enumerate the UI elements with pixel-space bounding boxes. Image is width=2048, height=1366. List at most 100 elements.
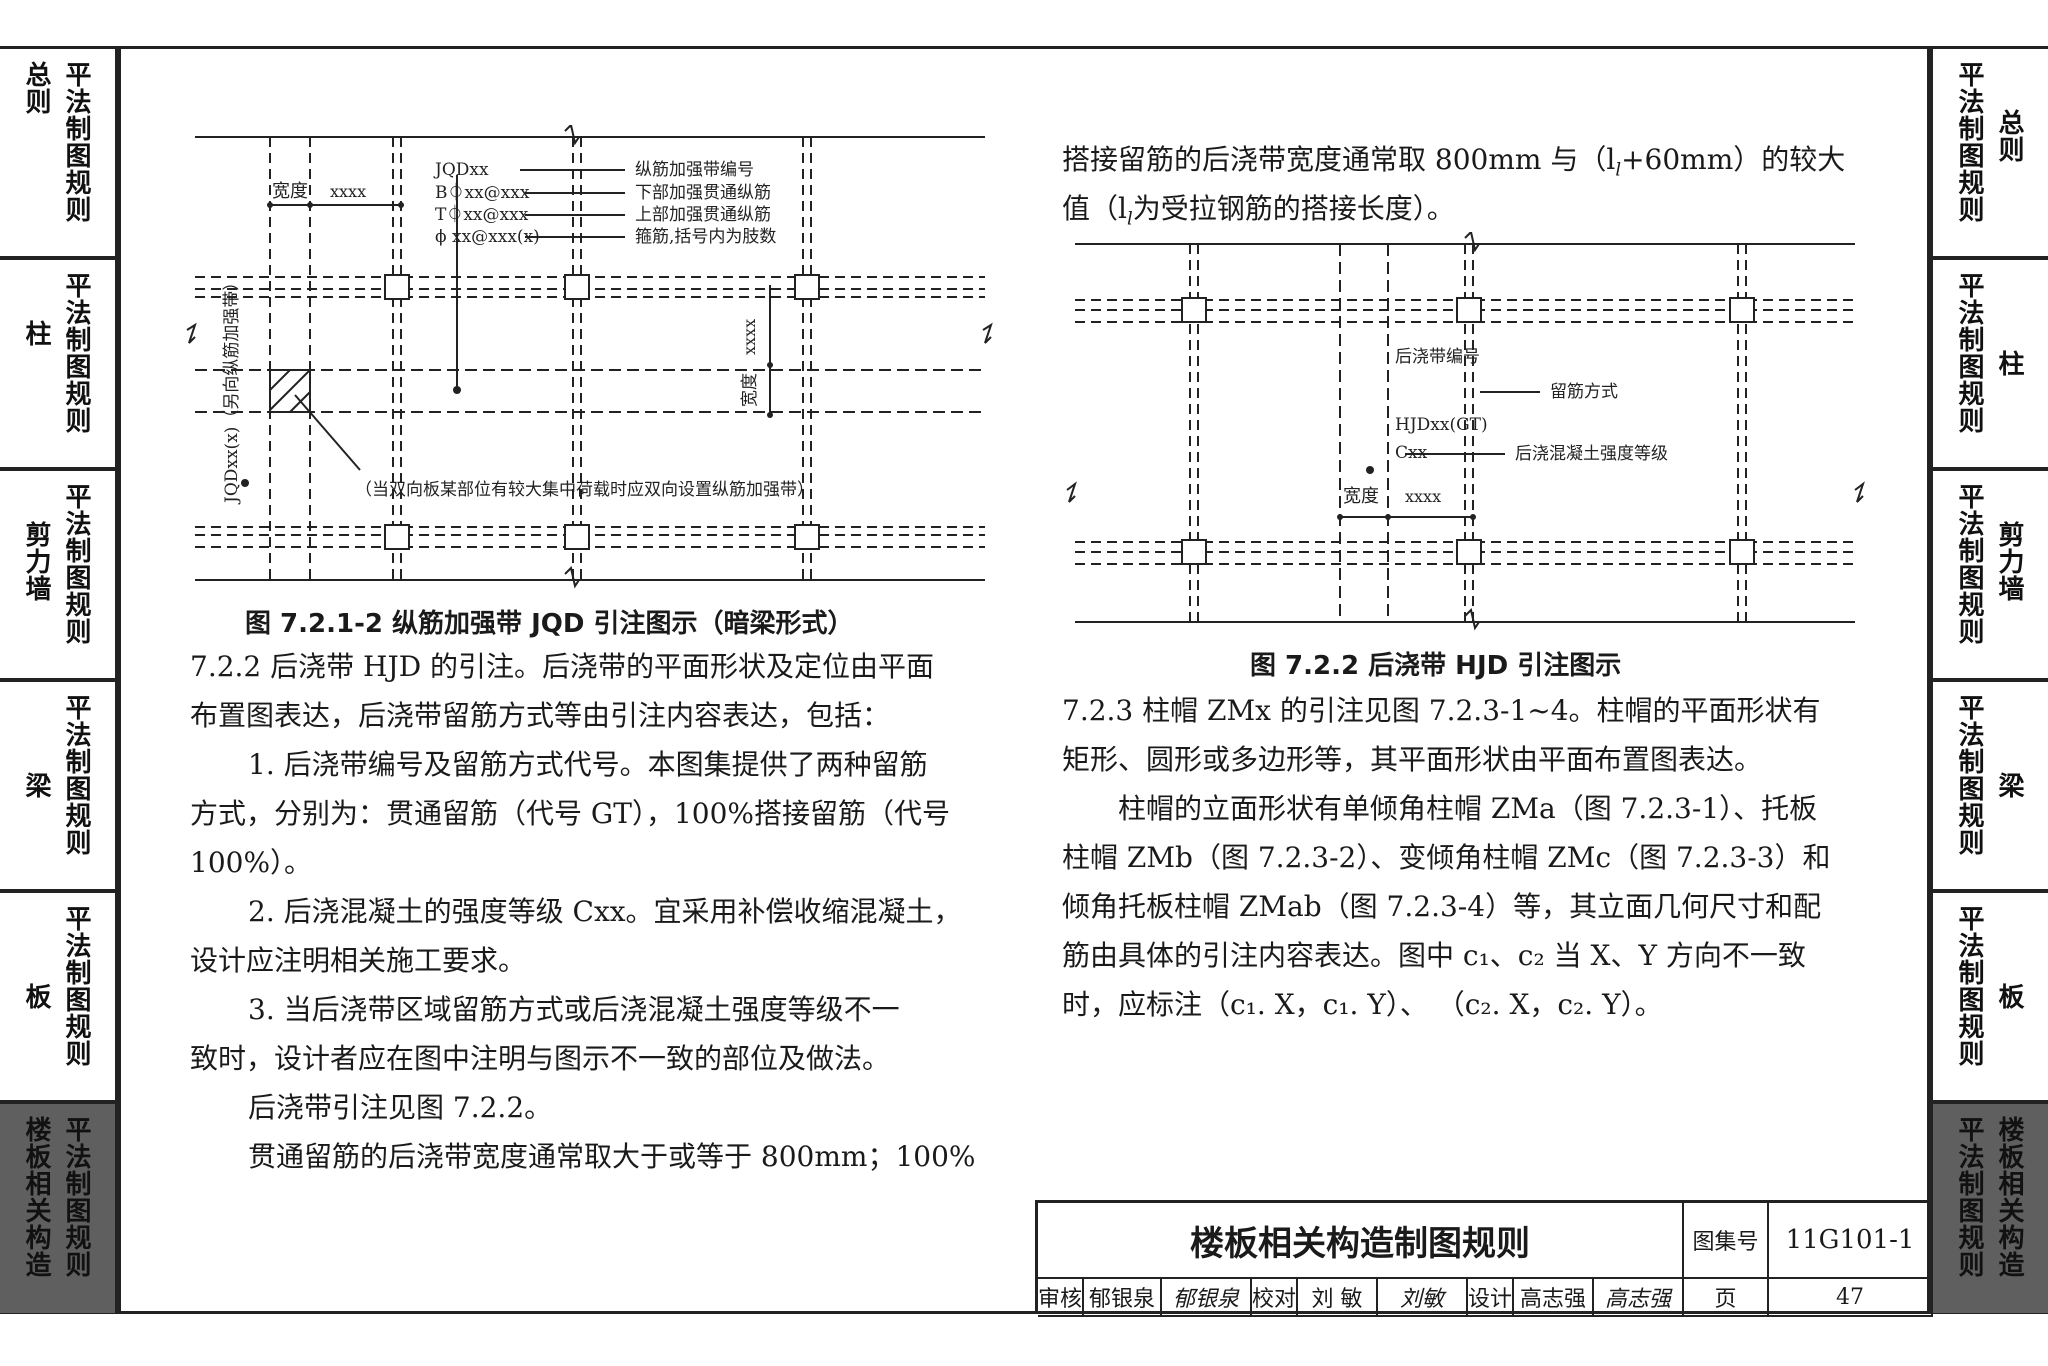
- left-line-4: 100%）。: [190, 846, 313, 879]
- left-line-3: 方式，分别为：贯通留筋（代号 GT），100%搭接留筋（代号: [190, 797, 950, 830]
- right-line-0: 7.2.3 柱帽 ZMx 的引注见图 7.2.3-1~4。柱帽的平面形状有: [1062, 694, 1821, 727]
- left-tab-slab[interactable]: 板 平法制图规则: [0, 890, 118, 1101]
- left-tab-slab-b: 平法制图规则: [61, 905, 91, 1067]
- reviewer-name: 郁银泉: [1084, 1279, 1162, 1317]
- right-line-6: 时，应标注（c₁. X，c₁. Y）、 （c₂. X，c₂. Y）。: [1062, 988, 1663, 1021]
- right-line-3: 柱帽 ZMb（图 7.2.3-2）、变倾角柱帽 ZMc（图 7.2.3-3）和: [1062, 841, 1831, 874]
- left-tab-beam-a: 梁: [21, 772, 51, 799]
- fig2-label-grade: 后浇混凝土强度等级: [1515, 444, 1668, 464]
- fig1-callout-0: JQDxx: [433, 160, 489, 180]
- left-line-10: 贯通留筋的后浇带宽度通常取大于或等于 800mm；100%: [248, 1140, 976, 1173]
- left-line-7: 3. 当后浇带区域留筋方式或后浇混凝土强度等级不一: [248, 993, 900, 1026]
- fig2-label-method: 留筋方式: [1550, 382, 1618, 402]
- reviewer-signature: 郁银泉: [1162, 1279, 1252, 1317]
- right-tab-slab[interactable]: 平法制图规则 板: [1930, 890, 2048, 1101]
- left-tab-column-a: 柱: [21, 320, 51, 347]
- designer-name: 高志强: [1514, 1279, 1594, 1317]
- fig1-note: （当双向板某部位有较大集中荷载时应双向设置纵筋加强带）: [355, 480, 814, 500]
- fig2-caption: 图 7.2.2 后浇带 HJD 引注图示: [1250, 651, 1622, 681]
- right-tab-wall[interactable]: 平法制图规则 剪力墙: [1930, 468, 2048, 679]
- left-tab-beam[interactable]: 梁 平法制图规则: [0, 679, 118, 890]
- left-tab-slab-related-a: 楼板相关构造: [21, 1116, 51, 1278]
- right-tab-slab-related-b: 平法制图规则: [1954, 1116, 1984, 1278]
- right-tab-beam-b: 平法制图规则: [1954, 694, 1984, 856]
- check-label: 校对: [1252, 1279, 1298, 1317]
- left-line-2: 1. 后浇带编号及留筋方式代号。本图集提供了两种留筋: [248, 748, 928, 781]
- right-line-1: 矩形、圆形或多边形等，其平面形状由平面布置图表达。: [1062, 743, 1763, 776]
- subscript-l: l: [1615, 159, 1622, 181]
- right-tab-general[interactable]: 平法制图规则 总则: [1930, 46, 2048, 257]
- left-tab-column-b: 平法制图规则: [61, 272, 91, 434]
- fig1-callout-1: B⏀xx@xxx: [435, 182, 530, 203]
- subscript-l-2: l: [1126, 208, 1133, 230]
- right-tab-wall-b: 平法制图规则: [1954, 483, 1984, 645]
- right-top-line-0: 搭接留筋的后浇带宽度通常取 800mm 与（ll+60mm）的较大: [1062, 135, 1845, 195]
- designer-signature: 高志强: [1594, 1279, 1684, 1317]
- left-tab-strip: 总则 平法制图规则 柱 平法制图规则 剪力墙 平法制图规则 梁 平法制图规则 板…: [0, 46, 118, 1314]
- right-tab-slab-related-a: 楼板相关构造: [1994, 1116, 2024, 1278]
- left-tab-wall-b: 平法制图规则: [61, 483, 91, 645]
- fig1-dim: xxxx: [330, 182, 366, 201]
- fig1-desc-2: 上部加强贯通纵筋: [635, 205, 771, 225]
- fig2-label-no: 后浇带编号: [1395, 347, 1480, 367]
- right-tab-column[interactable]: 平法制图规则 柱: [1930, 257, 2048, 468]
- fig1-width-label: 宽度: [272, 181, 308, 202]
- left-line-0: 7.2.2 后浇带 HJD 的引注。后浇带的平面形状及定位由平面: [190, 650, 935, 683]
- left-line-8: 致时，设计者应在图中注明与图示不一致的部位及做法。: [190, 1042, 891, 1075]
- title-block: 楼板相关构造制图规则 图集号 11G101-1 审核 郁银泉 郁银泉 校对 刘 …: [1035, 1200, 1933, 1317]
- design-label: 设计: [1468, 1279, 1514, 1317]
- fig1-callout-2: T⏀xx@xxx: [435, 204, 529, 225]
- fig2-width-label: 宽度: [1343, 486, 1379, 507]
- atlas-label: 图集号: [1684, 1203, 1769, 1279]
- right-tab-slab-b: 平法制图规则: [1954, 905, 1984, 1067]
- right-line-2: 柱帽的立面形状有单倾角柱帽 ZMa（图 7.2.3-1）、托板: [1118, 792, 1818, 825]
- checker-name: 刘 敏: [1298, 1279, 1378, 1317]
- atlas-number: 11G101-1: [1769, 1203, 1933, 1279]
- right-tab-wall-a: 剪力墙: [1994, 521, 2024, 602]
- right-tab-beam[interactable]: 平法制图规则 梁: [1930, 679, 2048, 890]
- fig2-cxx: Cxx: [1395, 443, 1428, 463]
- fig2-dim: xxxx: [1405, 487, 1441, 506]
- fig1-desc-3: 箍筋,括号内为肢数: [635, 227, 776, 247]
- left-tab-slab-related[interactable]: 楼板相关构造 平法制图规则: [0, 1101, 118, 1314]
- fig2-code: HJDxx(GT): [1395, 415, 1488, 435]
- right-top-line-0-b: +60mm）的较大: [1621, 143, 1846, 176]
- left-tab-beam-b: 平法制图规则: [61, 694, 91, 856]
- fig1-caption: 图 7.2.1-2 纵筋加强带 JQD 引注图示（暗梁形式）: [245, 609, 854, 639]
- left-tab-slab-a: 板: [21, 983, 51, 1010]
- page-frame: [118, 46, 1930, 1314]
- page-number: 47: [1769, 1279, 1933, 1317]
- figure-hjd-diagram: 后浇带编号 留筋方式 HJDxx(GT) Cxx 后浇混凝土强度等级 宽度 xx…: [1066, 232, 1865, 631]
- left-tab-general-a: 总则: [21, 61, 51, 115]
- right-top-line-1-b: 为受拉钢筋的搭接长度）。: [1132, 192, 1455, 225]
- fig1-vdim: xxxx: [740, 319, 759, 355]
- right-top-line-1-a: 值（l: [1062, 192, 1127, 225]
- right-line-4: 倾角托板柱帽 ZMab（图 7.2.3-4）等，其立面几何尺寸和配: [1062, 890, 1822, 923]
- right-tab-beam-a: 梁: [1994, 772, 2024, 799]
- fig1-desc-0: 纵筋加强带编号: [635, 160, 754, 180]
- right-tab-slab-a: 板: [1994, 983, 2024, 1010]
- left-tab-wall[interactable]: 剪力墙 平法制图规则: [0, 468, 118, 679]
- fig1-desc-1: 下部加强贯通纵筋: [635, 183, 771, 203]
- right-top-line-1: 值（ll为受拉钢筋的搭接长度）。: [1062, 184, 1455, 244]
- right-tab-general-a: 总则: [1994, 109, 2024, 163]
- left-line-5: 2. 后浇混凝土的强度等级 Cxx。宜采用补偿收缩混凝土，: [248, 895, 962, 928]
- left-line-9: 后浇带引注见图 7.2.2。: [248, 1091, 553, 1124]
- left-tab-slab-related-b: 平法制图规则: [61, 1116, 91, 1278]
- page-label: 页: [1684, 1279, 1769, 1317]
- right-tab-general-b: 平法制图规则: [1954, 61, 1984, 223]
- right-tab-column-a: 柱: [1994, 350, 2024, 377]
- right-tab-column-b: 平法制图规则: [1954, 272, 1984, 434]
- fig1-vwidth: 宽度: [740, 373, 760, 407]
- left-tab-column[interactable]: 柱 平法制图规则: [0, 257, 118, 468]
- left-tab-general[interactable]: 总则 平法制图规则: [0, 46, 118, 257]
- left-line-1: 布置图表达，后浇带留筋方式等由引注内容表达，包括：: [190, 699, 891, 732]
- left-line-6: 设计应注明相关施工要求。: [190, 944, 527, 977]
- figure-jqd-diagram: 宽度 xxxx JQDxx B⏀xx@xxx T⏀xx@xxx ϕ xx@xxx…: [186, 125, 993, 589]
- left-tab-wall-a: 剪力墙: [21, 521, 51, 602]
- review-label: 审核: [1038, 1279, 1084, 1317]
- right-tab-slab-related[interactable]: 平法制图规则 楼板相关构造: [1930, 1101, 2048, 1314]
- checker-signature: 刘敏: [1378, 1279, 1468, 1317]
- drawing-title: 楼板相关构造制图规则: [1038, 1203, 1684, 1279]
- right-top-line-0-a: 搭接留筋的后浇带宽度通常取 800mm 与（l: [1062, 143, 1616, 176]
